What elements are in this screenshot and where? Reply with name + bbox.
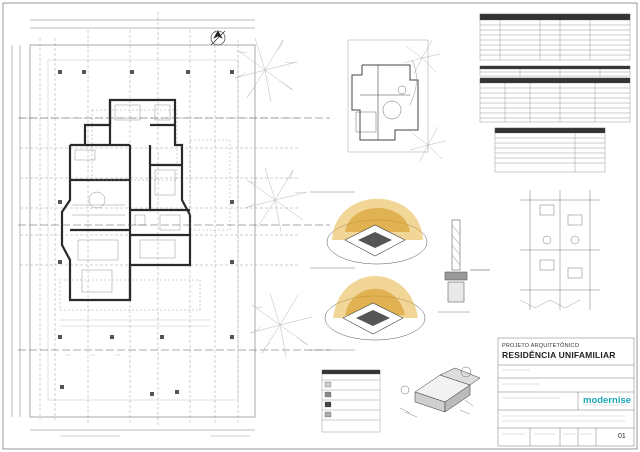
site-plan <box>347 39 429 153</box>
brand-logo: modernise <box>583 395 632 406</box>
detail-plan <box>519 190 600 310</box>
north-arrow-icon <box>210 30 226 46</box>
sun-study-winter <box>324 276 426 341</box>
project-type-label: PROJETO ARQUITETÔNICO <box>502 343 580 349</box>
area-table <box>479 13 631 61</box>
openings-table <box>479 77 631 123</box>
wall-section-detail <box>444 219 490 303</box>
frames-table <box>479 65 631 77</box>
land-use-table <box>494 127 606 173</box>
title-block <box>497 337 635 447</box>
house-3d-sketch <box>399 366 481 418</box>
sheet-number: 01 <box>618 433 626 440</box>
callout-lines <box>310 191 470 351</box>
sun-study-summer <box>326 198 428 265</box>
project-name-label: RESIDÊNCIA UNIFAMILIAR <box>502 350 616 360</box>
legend-table <box>321 369 381 433</box>
palm-tree-icon <box>234 37 447 358</box>
floor-plan <box>11 12 300 431</box>
reference-lines <box>18 117 330 351</box>
